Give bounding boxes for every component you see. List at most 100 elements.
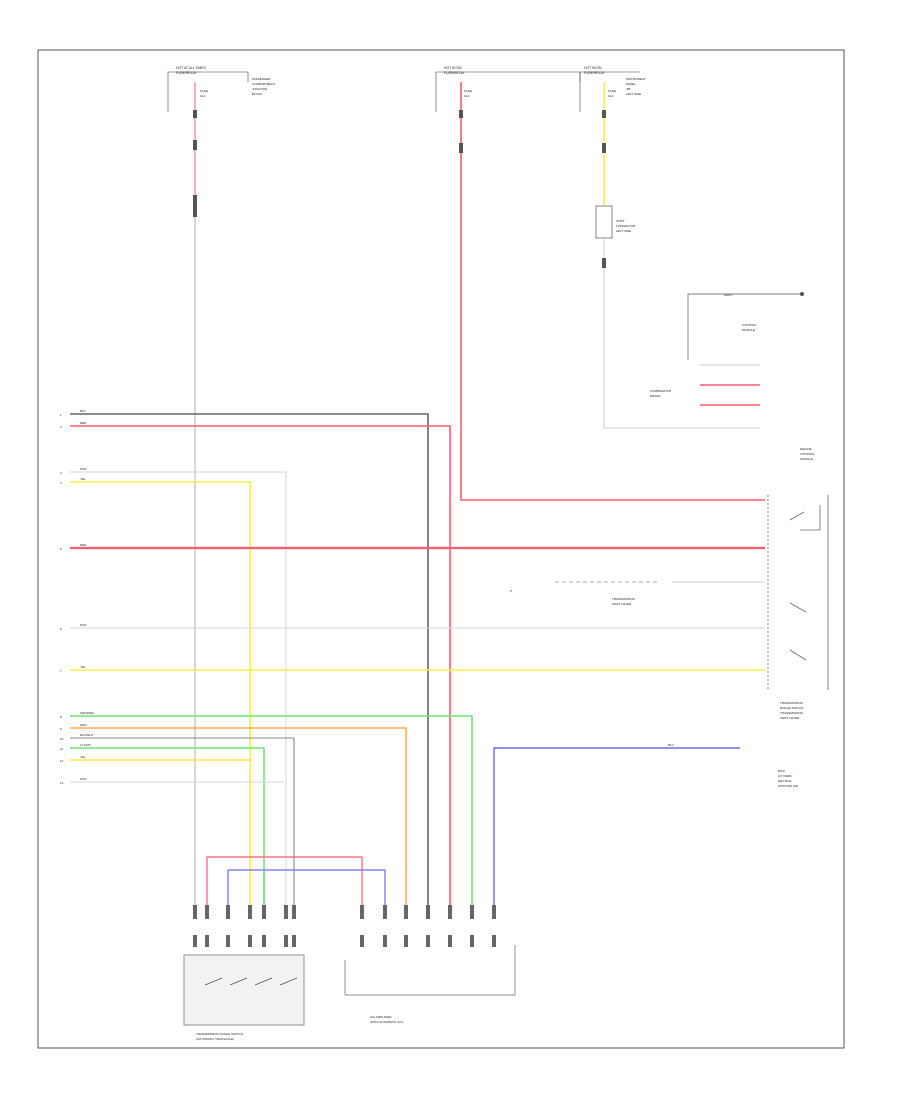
meter-label: COMBINATION — [650, 389, 671, 393]
wire-color-6: WHT — [80, 623, 87, 627]
pin-10: 10 — [60, 737, 64, 741]
switch-label-3: TRANSMISSION — [780, 711, 803, 715]
blue-wire-dest-4: POSITION SW — [778, 784, 798, 788]
wire-blkwht-10 — [70, 737, 295, 905]
bottom-connector — [248, 905, 252, 919]
wire-color-11: LT GRN — [80, 743, 91, 747]
wire-color-5: RED — [80, 543, 87, 547]
pin-8: 8 — [60, 715, 62, 719]
blue-wire-dest-3: NEUTRAL — [778, 779, 792, 783]
bottom-connectors — [193, 905, 496, 947]
wire-color-7: YEL — [80, 665, 86, 669]
wire-blue-loop — [227, 869, 386, 905]
wire-grn-8 — [70, 715, 473, 905]
fuse-block-1-note-4: BLOCK — [252, 92, 262, 96]
pin-13: 13 — [60, 781, 64, 785]
bottom-connector — [470, 905, 474, 919]
bottom-connector — [404, 905, 408, 919]
connector — [602, 258, 606, 268]
bottom-connector — [360, 905, 364, 919]
bottom-connector — [448, 935, 452, 947]
ecm-label-3: MODULE — [800, 457, 813, 461]
joint-connector-label-3: LEFT SIDE — [616, 229, 631, 233]
wire-ground-bracket — [687, 293, 800, 360]
fuse-3-rating: 10A — [608, 94, 613, 98]
fuse-block-1-line: FUSE/RELAY — [176, 71, 198, 75]
pin-11: 11 — [60, 747, 63, 751]
fuse-block-1-note-2: COMPARTMENT — [252, 82, 275, 86]
connector — [193, 140, 197, 150]
wire-blu — [493, 747, 740, 905]
bottom-connector — [383, 905, 387, 919]
bottom-connector — [193, 905, 197, 919]
wire-ltgrn-11 — [70, 747, 265, 905]
fuse-block-1: HOT AT ALL TIMES FUSE/RELAY FUSE 10A PAS… — [167, 66, 275, 112]
ground-label-3: MODULE — [742, 328, 755, 332]
bottom-connector — [226, 905, 230, 919]
diagram-frame — [37, 49, 845, 1049]
pin-12: 12 — [60, 759, 64, 763]
bottom-right-label: A/C AMPLIFIER — [370, 1015, 392, 1019]
blue-wire-color: BLU — [668, 743, 674, 747]
fuse-block-3-note: INSTRUMENT — [626, 77, 646, 81]
wire-color-2: RED — [80, 421, 87, 425]
pin-6: 6 — [60, 627, 62, 631]
fuse-block-1-note-3: JUNCTION — [252, 87, 267, 91]
bottom-left-label: TRANSMISSION RANGE SWITCH — [196, 1032, 243, 1036]
ecm-label: ENGINE — [800, 447, 812, 451]
bottom-connector — [470, 935, 474, 947]
ground-label: SHIFT — [724, 293, 733, 297]
connector — [459, 110, 463, 118]
fuse-block-1-note: PASSENGER — [252, 77, 271, 81]
switch-label-4: SHIFT LEVER — [780, 716, 800, 720]
wire-yel-4 — [70, 481, 251, 905]
wire-blk-top — [70, 413, 429, 905]
fuse-block-3-header: HOT IN ON — [584, 66, 602, 70]
fuse-3-label: FUSE — [608, 89, 616, 93]
bottom-left-label-2: (AUTOMATIC TRANSAXLE) — [196, 1037, 234, 1041]
connector — [193, 195, 197, 217]
ecm-label-2: CONTROL — [800, 452, 815, 456]
wire-joint-down — [603, 238, 760, 429]
connector — [602, 143, 606, 153]
wire-org-9 — [70, 727, 407, 905]
bottom-connector — [492, 935, 496, 947]
joint-connector-label: JOINT — [616, 219, 625, 223]
range-switch-bottom: TRANSMISSION RANGE SWITCH (AUTOMATIC TRA… — [183, 954, 305, 1041]
fuse-1-rating: 10A — [200, 94, 205, 98]
bottom-connector — [262, 935, 266, 947]
fuse-block-3-note-3: J/B — [626, 87, 630, 91]
wire-color-13: WHT — [80, 777, 87, 781]
fuse-block-3-note-2: PANEL — [626, 82, 636, 86]
inline-sensor: P TRANSMISSION SHIFT LEVER — [510, 581, 765, 606]
fuse-2-label: FUSE — [464, 89, 472, 93]
switch-label: TRANSMISSION — [780, 701, 803, 705]
fuse-block-3-note-4: LEFT SIDE — [626, 92, 641, 96]
bottom-connector — [284, 905, 288, 919]
bottom-connector — [426, 905, 430, 919]
pin-5: 5 — [60, 547, 62, 551]
bottom-connector — [205, 935, 209, 947]
pin-7: 7 — [60, 669, 62, 673]
bottom-connector — [262, 905, 266, 919]
connector — [602, 110, 606, 118]
fuse-block-2: HOT IN ON FUSE/RELAY FUSE 10A — [435, 66, 581, 112]
fuse-block-2-header: HOT IN ON — [444, 66, 462, 70]
connector — [193, 110, 197, 118]
fuse-block-1-header: HOT AT ALL TIMES — [176, 66, 207, 70]
fuse-block-2-line: FUSE/RELAY — [444, 71, 466, 75]
bottom-connector — [492, 905, 496, 919]
inline-sensor-label: TRANSMISSION — [612, 597, 635, 601]
bottom-connector — [360, 935, 364, 947]
fuse-block-3-line: FUSE/RELAY — [584, 71, 606, 75]
bottom-connector — [383, 935, 387, 947]
bottom-right-label-2: (WITH AUTOMATIC A/C) — [370, 1020, 403, 1024]
ground-icon — [800, 292, 804, 296]
fuse-2-rating: 10A — [464, 94, 469, 98]
left-wire-labels: 1 BLK 2 RED 3 WHT 4 YEL 5 RED 6 WHT 7 YE… — [60, 409, 95, 785]
connector — [459, 143, 463, 153]
wire-wht-3 — [70, 471, 287, 905]
pin-2: 2 — [60, 425, 62, 429]
wire-color-12: YEL — [80, 755, 86, 759]
